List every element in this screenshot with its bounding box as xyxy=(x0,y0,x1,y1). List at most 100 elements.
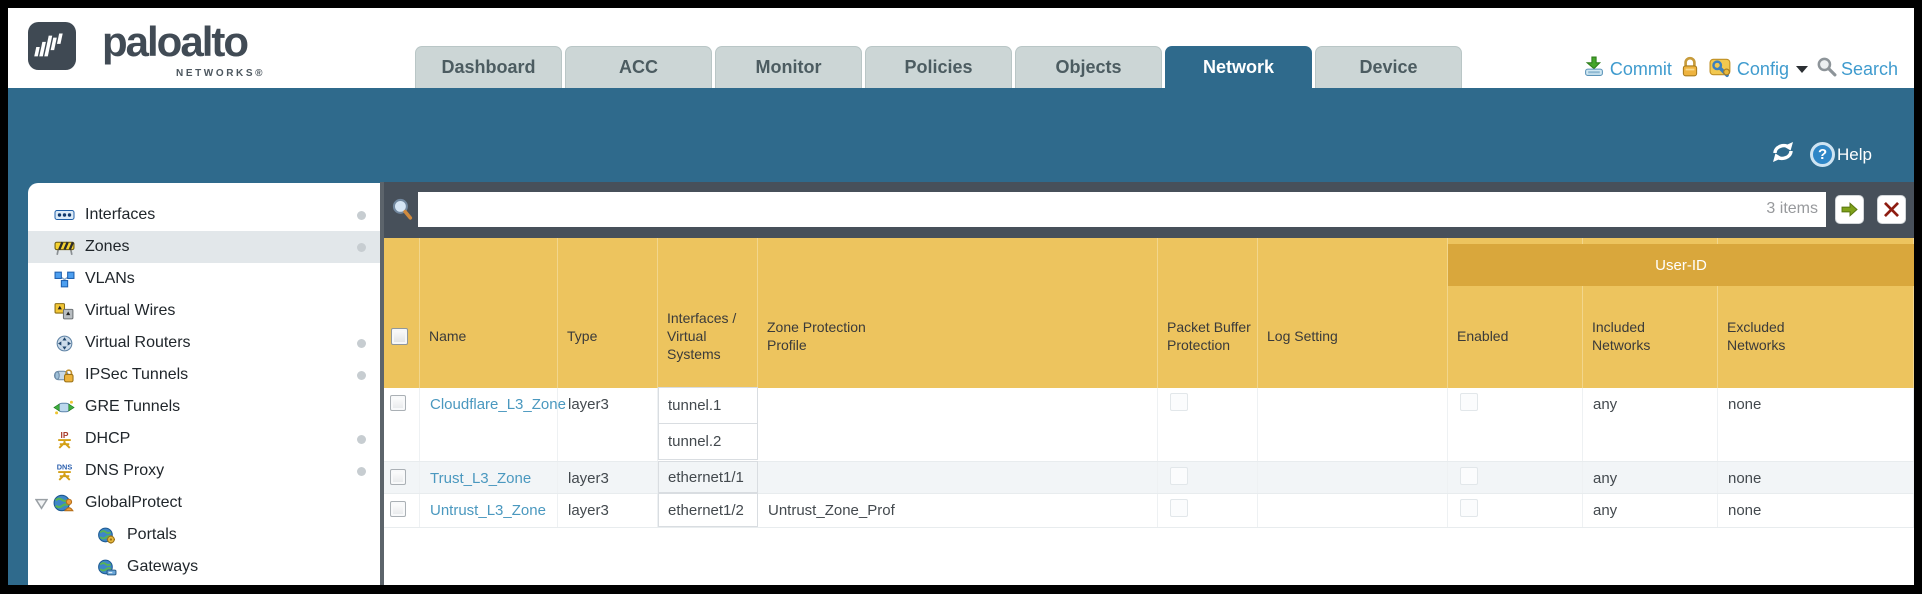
sidebar-item-zones[interactable]: Zones xyxy=(28,231,380,263)
tab-network[interactable]: Network xyxy=(1165,46,1312,88)
search-icon xyxy=(1816,56,1837,82)
tab-dashboard[interactable]: Dashboard xyxy=(415,46,562,88)
column-header-interfaces[interactable]: Interfaces / Virtual Systems xyxy=(658,238,758,388)
packet-buffer-protection-checkbox[interactable] xyxy=(1170,393,1188,411)
sidebar-item-globalprotect[interactable]: GlobalProtect xyxy=(28,487,380,519)
sidebar-item-label: Virtual Routers xyxy=(85,334,191,351)
help-icon: ? xyxy=(1810,142,1836,167)
tab-objects[interactable]: Objects xyxy=(1015,46,1162,88)
sidebar-item-gateways[interactable]: Gateways xyxy=(28,551,380,583)
expander-icon[interactable] xyxy=(34,497,49,510)
packet-buffer-protection-checkbox[interactable] xyxy=(1170,499,1188,517)
filter-bar: 3 items xyxy=(384,182,1914,238)
config-label: Config xyxy=(1736,58,1789,79)
sidebar-item-ipsec-tunnels[interactable]: IPSec Tunnels xyxy=(28,359,380,391)
packet-buffer-protection-checkbox[interactable] xyxy=(1170,467,1188,485)
sidebar-item-vlans[interactable]: VLANs xyxy=(28,263,380,295)
sidebar-item-virtual-wires[interactable]: Virtual Wires xyxy=(28,295,380,327)
left-accent-strip xyxy=(8,182,28,585)
user-id-enabled-checkbox[interactable] xyxy=(1460,499,1478,517)
sidebar-item-label: DHCP xyxy=(85,430,131,447)
filter-search-icon xyxy=(391,197,414,227)
cell-packet-buffer-protection xyxy=(1158,494,1258,527)
status-dot xyxy=(357,435,366,444)
sidebar-item-virtual-routers[interactable]: Virtual Routers xyxy=(28,327,380,359)
row-select-checkbox[interactable] xyxy=(390,469,406,485)
search-label: Search xyxy=(1840,58,1898,79)
zone-name-link[interactable]: Cloudflare_L3_Zone xyxy=(430,396,566,413)
column-header-log-setting[interactable]: Log Setting xyxy=(1258,238,1448,388)
column-header-label: Interfaces / Virtual Systems xyxy=(667,310,737,362)
gateways-icon xyxy=(95,558,117,576)
interface-value: ethernet1/1 xyxy=(658,461,758,493)
sidebar-item-gre-tunnels[interactable]: GRE Tunnels xyxy=(28,391,380,423)
portals-icon xyxy=(95,526,117,544)
sidebar-item-dhcp[interactable]: IP DHCP xyxy=(28,423,380,455)
interface-value: tunnel.2 xyxy=(658,423,758,460)
sidebar-item-label: Zones xyxy=(85,238,130,255)
select-all-checkbox[interactable] xyxy=(391,327,408,345)
sidebar-item-label: Portals xyxy=(127,526,177,543)
zone-name-link[interactable]: Untrust_L3_Zone xyxy=(430,502,546,519)
sidebar-item-portals[interactable]: Portals xyxy=(28,519,380,551)
row-select-checkbox[interactable] xyxy=(390,395,406,411)
cell-packet-buffer-protection xyxy=(1158,462,1258,493)
search-button[interactable]: Search xyxy=(1816,56,1898,82)
sidebar-item-label: GRE Tunnels xyxy=(85,398,181,415)
user-id-enabled-checkbox[interactable] xyxy=(1460,393,1478,411)
tab-acc[interactable]: ACC xyxy=(565,46,712,88)
column-header-zone-protection-profile[interactable]: Zone Protection Profile xyxy=(758,238,1158,388)
filter-input[interactable] xyxy=(418,192,1826,227)
cell-interfaces: ethernet1/2 xyxy=(658,493,758,527)
dhcp-icon: IP xyxy=(53,430,75,449)
column-header-name[interactable]: Name xyxy=(420,238,558,388)
interface-value: ethernet1/2 xyxy=(658,493,758,527)
column-header-type[interactable]: Type xyxy=(558,238,658,388)
status-dot xyxy=(357,211,366,220)
logo-networks-text: NETWORKS® xyxy=(176,68,266,79)
column-header-label: Excluded Networks xyxy=(1727,319,1786,353)
zone-name-link[interactable]: Trust_L3_Zone xyxy=(430,470,532,487)
tab-monitor[interactable]: Monitor xyxy=(715,46,862,88)
cell-excluded-networks: none xyxy=(1718,494,1914,527)
column-header-packet-buffer-protection[interactable]: Packet Buffer Protection xyxy=(1158,238,1258,388)
cell-select xyxy=(384,462,420,493)
column-header-included-networks[interactable]: Included Networks xyxy=(1583,238,1718,388)
paloalto-logo-icon xyxy=(28,22,76,75)
row-select-checkbox[interactable] xyxy=(390,501,406,517)
column-header-label: Log Setting xyxy=(1267,328,1338,344)
sidebar-item-label: GlobalProtect xyxy=(85,494,182,511)
refresh-icon[interactable] xyxy=(1768,140,1798,169)
cell-name: Cloudflare_L3_Zone xyxy=(420,388,566,461)
column-header-enabled[interactable]: Enabled xyxy=(1448,238,1583,388)
config-menu[interactable]: Config xyxy=(1708,56,1808,83)
cell-zone-protection-profile xyxy=(758,388,1158,461)
globalprotect-icon xyxy=(53,494,75,512)
column-header-excluded-networks[interactable]: Excluded Networks xyxy=(1718,238,1914,388)
cell-name: Trust_L3_Zone xyxy=(420,462,558,493)
cell-included-networks: any xyxy=(1583,388,1718,461)
commit-button[interactable]: Commit xyxy=(1582,56,1672,82)
sidebar-item-interfaces[interactable]: Interfaces xyxy=(28,199,380,231)
sidebar-item-label: VLANs xyxy=(85,270,135,287)
sidebar-divider[interactable] xyxy=(380,182,384,585)
cell-type: layer3 xyxy=(558,462,658,493)
lock-icon[interactable] xyxy=(1680,56,1700,83)
help-button[interactable]: ? Help xyxy=(1810,142,1872,167)
tab-device[interactable]: Device xyxy=(1315,46,1462,88)
apply-filter-button[interactable] xyxy=(1835,195,1864,224)
sidebar-item-label: IPSec Tunnels xyxy=(85,366,189,383)
chevron-down-icon xyxy=(1795,65,1808,73)
tab-policies[interactable]: Policies xyxy=(865,46,1012,88)
user-id-enabled-checkbox[interactable] xyxy=(1460,467,1478,485)
clear-filter-button[interactable] xyxy=(1877,195,1906,224)
cell-select xyxy=(384,388,420,461)
cell-type: layer3 xyxy=(558,388,658,461)
